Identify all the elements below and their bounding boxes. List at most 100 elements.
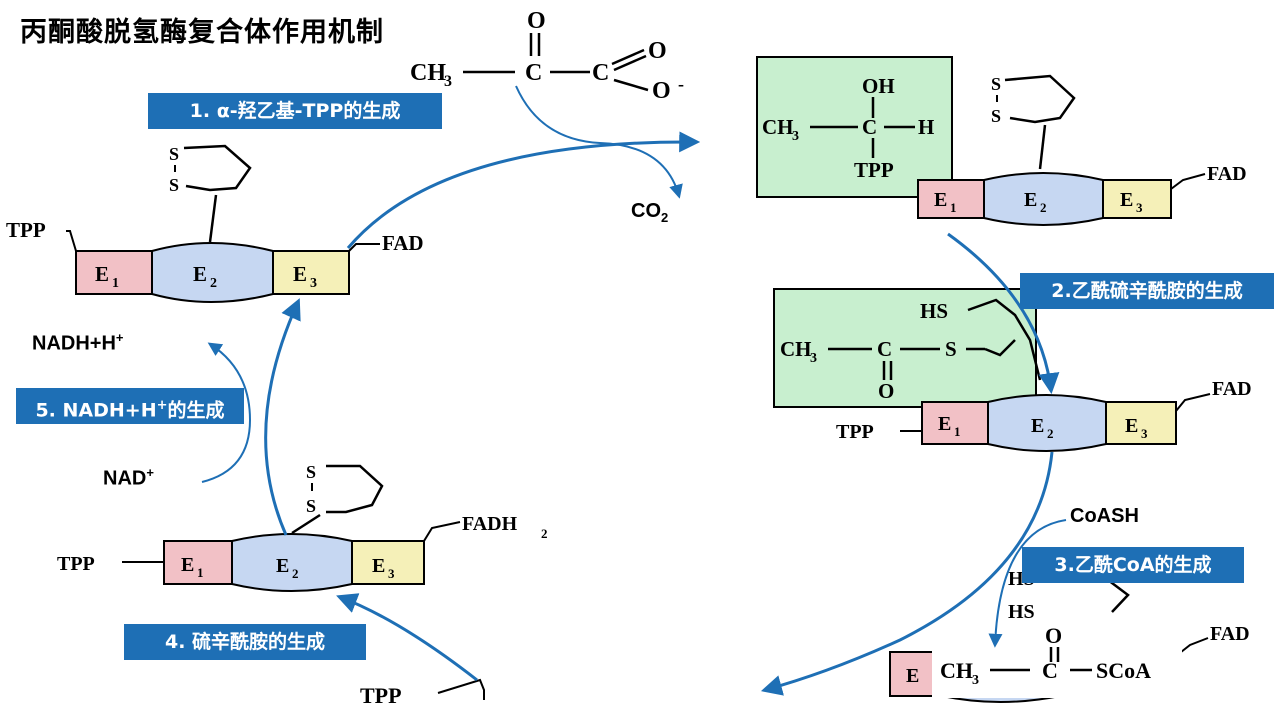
double-bond xyxy=(613,54,647,72)
lipoyl-chain xyxy=(1107,579,1130,613)
fad-label: FAD xyxy=(1212,378,1252,400)
pyruvate-carbon-2: C xyxy=(592,60,609,86)
arrow-step5 xyxy=(264,298,301,536)
nadh-label: NADH+H+ xyxy=(32,330,124,356)
co2-text: CO xyxy=(631,200,661,222)
fadh2-label: FADH xyxy=(462,513,518,535)
arrow-step3 xyxy=(760,451,1054,696)
lipoyl-arm xyxy=(1038,124,1047,170)
nad-label: NAD+ xyxy=(103,465,154,491)
e2-label: E xyxy=(276,555,289,577)
acetyl-ch3-sub: 3 xyxy=(810,351,817,366)
e1-subunit xyxy=(75,250,153,295)
e1-subunit xyxy=(163,540,233,585)
fadh2-link xyxy=(423,521,461,542)
e3-label: E xyxy=(372,555,385,577)
cycle-arrows xyxy=(201,85,1067,696)
e3-label: E xyxy=(293,262,307,286)
nad-text: NAD xyxy=(103,467,147,490)
e3-sub: 3 xyxy=(388,566,395,581)
e2-sub: 2 xyxy=(292,566,299,581)
double-bond xyxy=(611,48,645,66)
pyruvate-oxygen-right: O xyxy=(648,38,667,64)
arrow-coash xyxy=(988,519,1067,648)
pyruvate-ch3-sub: 3 xyxy=(444,73,452,90)
step-4-label: 4. 硫辛酰胺的生成 xyxy=(124,624,366,660)
e3-subunit xyxy=(1102,179,1172,219)
e1-sub: 1 xyxy=(197,565,204,580)
fad-label: FAD xyxy=(382,231,424,255)
e3-sub: 3 xyxy=(1136,200,1143,215)
e3-sub: 3 xyxy=(310,276,317,291)
acetyl-coa-ch3-sub: 3 xyxy=(972,673,979,688)
enzyme-complex-top-left: E 1 E 2 E 3 TPP FAD S S xyxy=(6,144,424,303)
oh-group: OH xyxy=(862,74,895,98)
sulfur-1: S xyxy=(169,144,179,164)
lipoyl-ring xyxy=(1004,74,1076,124)
tpp-link xyxy=(66,230,77,252)
arrow-pyruvate-to-co2 xyxy=(515,85,683,199)
e3-subunit xyxy=(272,250,350,295)
lipoyl-arm xyxy=(208,194,218,243)
e1-label: E xyxy=(938,413,951,435)
acetyl-sulfur: S xyxy=(945,337,957,361)
e1-sub: 1 xyxy=(112,276,119,291)
nadh-text: NADH+H xyxy=(32,332,116,355)
pyruvate-molecule: CH 3 C C O O O - xyxy=(410,8,684,104)
e3-subunit xyxy=(1105,401,1177,445)
acetyl-coa-carbon: C xyxy=(1042,658,1058,683)
arrow-nad-to-nadh xyxy=(201,342,252,483)
hydroxyethyl-ch3: CH xyxy=(762,115,794,139)
e1-sub: 1 xyxy=(950,200,957,215)
e3-sub: 3 xyxy=(1141,426,1148,441)
fad-label: FAD xyxy=(1207,163,1247,185)
nad-sup: + xyxy=(146,465,154,480)
sulfur-1: S xyxy=(306,462,316,482)
lipoyl-ring xyxy=(326,464,384,514)
fad-link xyxy=(1170,173,1206,190)
bond xyxy=(613,78,649,92)
fad-link xyxy=(348,243,380,252)
tpp-label: TPP xyxy=(6,218,46,242)
e2-subunit xyxy=(987,394,1107,452)
e1-label: E xyxy=(934,189,947,211)
page-title: 丙酮酸脱氢酶复合体作用机制 xyxy=(20,17,384,48)
enzyme-complex-bottom-right: HS HS E FAD O CH 3 C SCoA xyxy=(889,568,1250,703)
arrow-step2 xyxy=(947,232,1060,395)
acetyl-carbon: C xyxy=(877,337,892,361)
step-1-label: 1. α-羟乙基-TPP的生成 xyxy=(148,93,442,129)
sulfur-1: S xyxy=(991,74,1001,94)
step-2-label: 2.乙酰硫辛酰胺的生成 xyxy=(1020,273,1274,309)
e2-label: E xyxy=(1024,189,1037,211)
hydroxyethyl-carbon: C xyxy=(862,115,877,139)
e3-subunit xyxy=(351,540,425,585)
hydrogen: H xyxy=(918,115,934,139)
e3-label: E xyxy=(1125,415,1138,437)
acetyl-ch3: CH xyxy=(780,337,812,361)
sulfur-2: S xyxy=(991,106,1001,126)
enzyme-complex-middle-right: HS CH 3 C S O E 1 E 2 E 3 TPP FAD xyxy=(773,288,1252,452)
pyruvate-charge: - xyxy=(678,74,684,94)
step-5-sup: + xyxy=(156,398,168,413)
acetyl-coa-oxygen: O xyxy=(1045,623,1062,648)
enzyme-complex-top-right: OH CH 3 C H TPP E 1 E 2 E 3 FAD S S xyxy=(756,56,1247,226)
e3-label: E xyxy=(1120,189,1133,211)
lipoyl-arm xyxy=(291,513,321,535)
co2-label: CO2 xyxy=(631,200,668,225)
enzyme-complex-bottom-left: E 1 E 2 E 3 TPP FADH 2 S S xyxy=(57,462,548,592)
e1-label: E xyxy=(906,665,919,687)
hydroxyethyl-ch3-sub: 3 xyxy=(792,129,799,144)
hs-group: HS xyxy=(920,299,948,323)
fad-label: FAD xyxy=(1210,623,1250,645)
coash-label: CoASH xyxy=(1070,505,1139,527)
e2-sub: 2 xyxy=(1040,200,1047,215)
tpp-link xyxy=(437,678,485,700)
step-5-text: 5. NADH+H xyxy=(35,399,157,422)
e1-subunit xyxy=(921,401,989,445)
sulfur-2: S xyxy=(169,175,179,195)
acetyl-coa-ch3: CH xyxy=(940,658,973,683)
lipoyl-ring xyxy=(183,144,252,192)
pyruvate-ch3: CH xyxy=(410,60,446,86)
